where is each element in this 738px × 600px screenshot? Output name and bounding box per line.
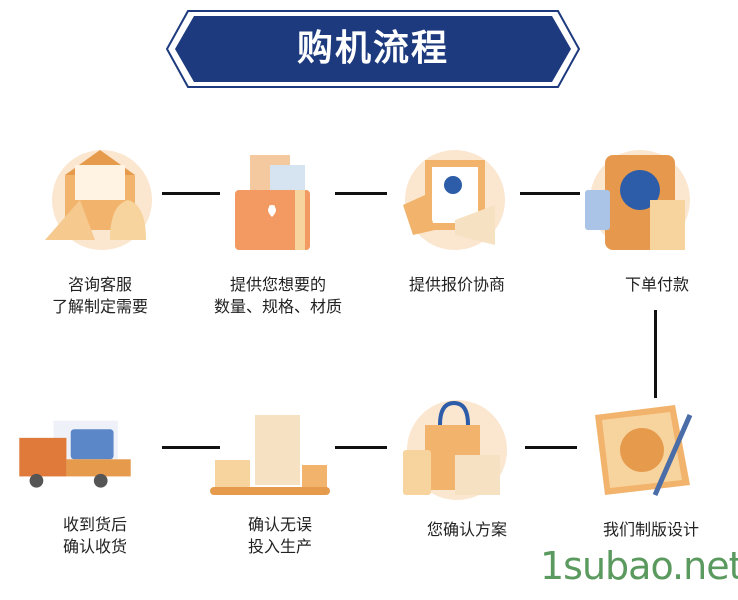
- step-label-line: 确认无误: [247, 515, 312, 534]
- step-label: 下单付款: [582, 274, 732, 296]
- title-banner: [166, 10, 580, 88]
- design-pen-icon: [595, 405, 693, 497]
- delivery-truck-icon: [19, 420, 131, 488]
- step-label-line: 数量、规格、材质: [213, 297, 342, 316]
- step-label: 我们制版设计: [576, 519, 726, 541]
- step-label-line: 了解制定需要: [51, 297, 148, 316]
- step-label-line: 提供您想要的: [229, 275, 326, 294]
- watermark: 1subao.net: [540, 544, 738, 588]
- step-label: 咨询客服了解制定需要: [25, 274, 175, 318]
- production-line-icon: [210, 415, 330, 495]
- step-label-line: 我们制版设计: [602, 520, 699, 539]
- step-label: 收到货后确认收货: [20, 514, 170, 558]
- step-label: 提供报价协商: [382, 274, 532, 296]
- clipboard-megaphone-icon: [403, 150, 505, 250]
- step-label-line: 您确认方案: [426, 520, 507, 539]
- step-label-line: 投入生产: [247, 537, 312, 556]
- mail-bell-icon: [45, 150, 152, 250]
- payment-terminal-icon: [585, 150, 690, 250]
- connector-line: [162, 192, 220, 195]
- connector-line: [654, 310, 657, 398]
- connector-line: [335, 192, 387, 195]
- step-label-line: 提供报价协商: [408, 275, 505, 294]
- step-label-line: 收到货后: [62, 515, 127, 534]
- connector-line: [162, 446, 220, 449]
- connector-line: [525, 446, 577, 449]
- connector-line: [335, 446, 387, 449]
- step-label-line: 下单付款: [624, 275, 689, 294]
- page-title: 购机流程: [296, 28, 449, 69]
- step-label: 确认无误投入生产: [205, 514, 355, 558]
- shopping-bag-icon: [403, 400, 507, 500]
- step-label: 您确认方案: [392, 519, 542, 541]
- step-label: 提供您想要的数量、规格、材质: [203, 274, 353, 318]
- folder-files-icon: [235, 155, 310, 250]
- step-label-line: 咨询客服: [67, 275, 132, 294]
- step-label-line: 确认收货: [62, 537, 127, 556]
- connector-line: [520, 192, 580, 195]
